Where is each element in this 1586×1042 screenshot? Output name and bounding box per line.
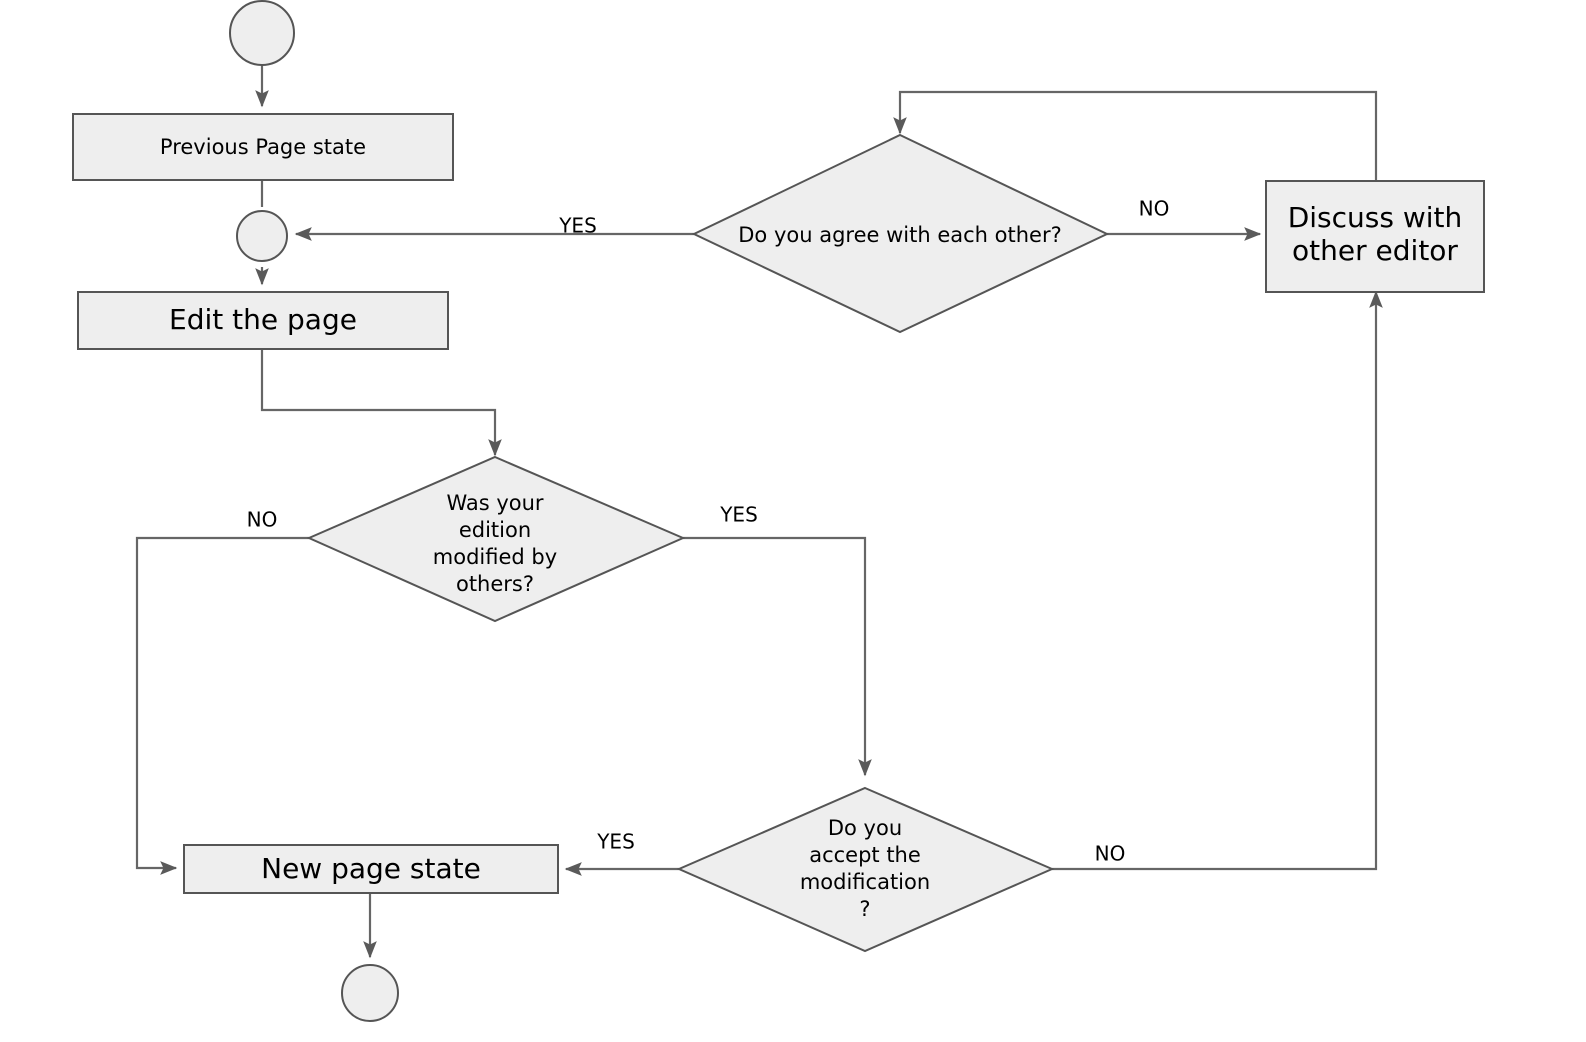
node-accept-modification-line2: accept the (809, 843, 921, 867)
node-previous-page-state[interactable] (72, 113, 454, 181)
node-edit-the-page-label: Edit the page (169, 303, 357, 336)
node-accept-modification[interactable] (676, 786, 1055, 953)
edge-accept-no-to-discuss (1052, 290, 1383, 871)
edge-label-accept-yes: YES (596, 830, 635, 854)
node-accept-modification-line3: modification (800, 870, 930, 894)
merge-junction-node[interactable] (236, 210, 288, 262)
edge-label-agree-no: NO (1139, 197, 1170, 221)
node-edit-the-page[interactable] (77, 291, 449, 350)
node-do-you-agree[interactable] (691, 133, 1110, 334)
edge-label-accept-no: NO (1095, 842, 1126, 866)
end-node[interactable] (341, 964, 399, 1022)
edge-label-was-modified-yes: YES (719, 503, 758, 527)
node-was-edition-modified-line3: modified by (433, 545, 557, 569)
node-was-edition-modified-line2: edition (459, 518, 531, 542)
node-was-edition-modified[interactable] (306, 455, 686, 623)
node-previous-page-state-label: Previous Page state (160, 135, 366, 159)
node-discuss-with-other-editor[interactable] (1265, 180, 1485, 293)
edge-was-modified-no-to-new-page-state (135, 536, 309, 875)
node-discuss-with-other-editor-line1: Discuss with (1288, 201, 1463, 234)
node-was-edition-modified-line4: others? (456, 572, 534, 596)
node-new-page-state-label: New page state (261, 852, 481, 885)
node-accept-modification-line1: Do you (828, 816, 902, 840)
node-do-you-agree-label: Do you agree with each other? (738, 223, 1061, 247)
node-discuss-with-other-editor-line2: other editor (1292, 234, 1458, 267)
node-accept-modification-line4: ? (859, 897, 870, 921)
edge-was-modified-yes-to-accept (683, 536, 872, 777)
start-node[interactable] (229, 0, 295, 66)
edge-label-was-modified-no: NO (247, 508, 278, 532)
edge-label-agree-yes: YES (558, 214, 597, 238)
edge-edit-to-was-modified (260, 349, 502, 457)
node-was-edition-modified-line1: Was your (446, 491, 543, 515)
node-new-page-state[interactable] (183, 844, 559, 894)
edge-discuss-to-agree-loopback (893, 90, 1378, 181)
